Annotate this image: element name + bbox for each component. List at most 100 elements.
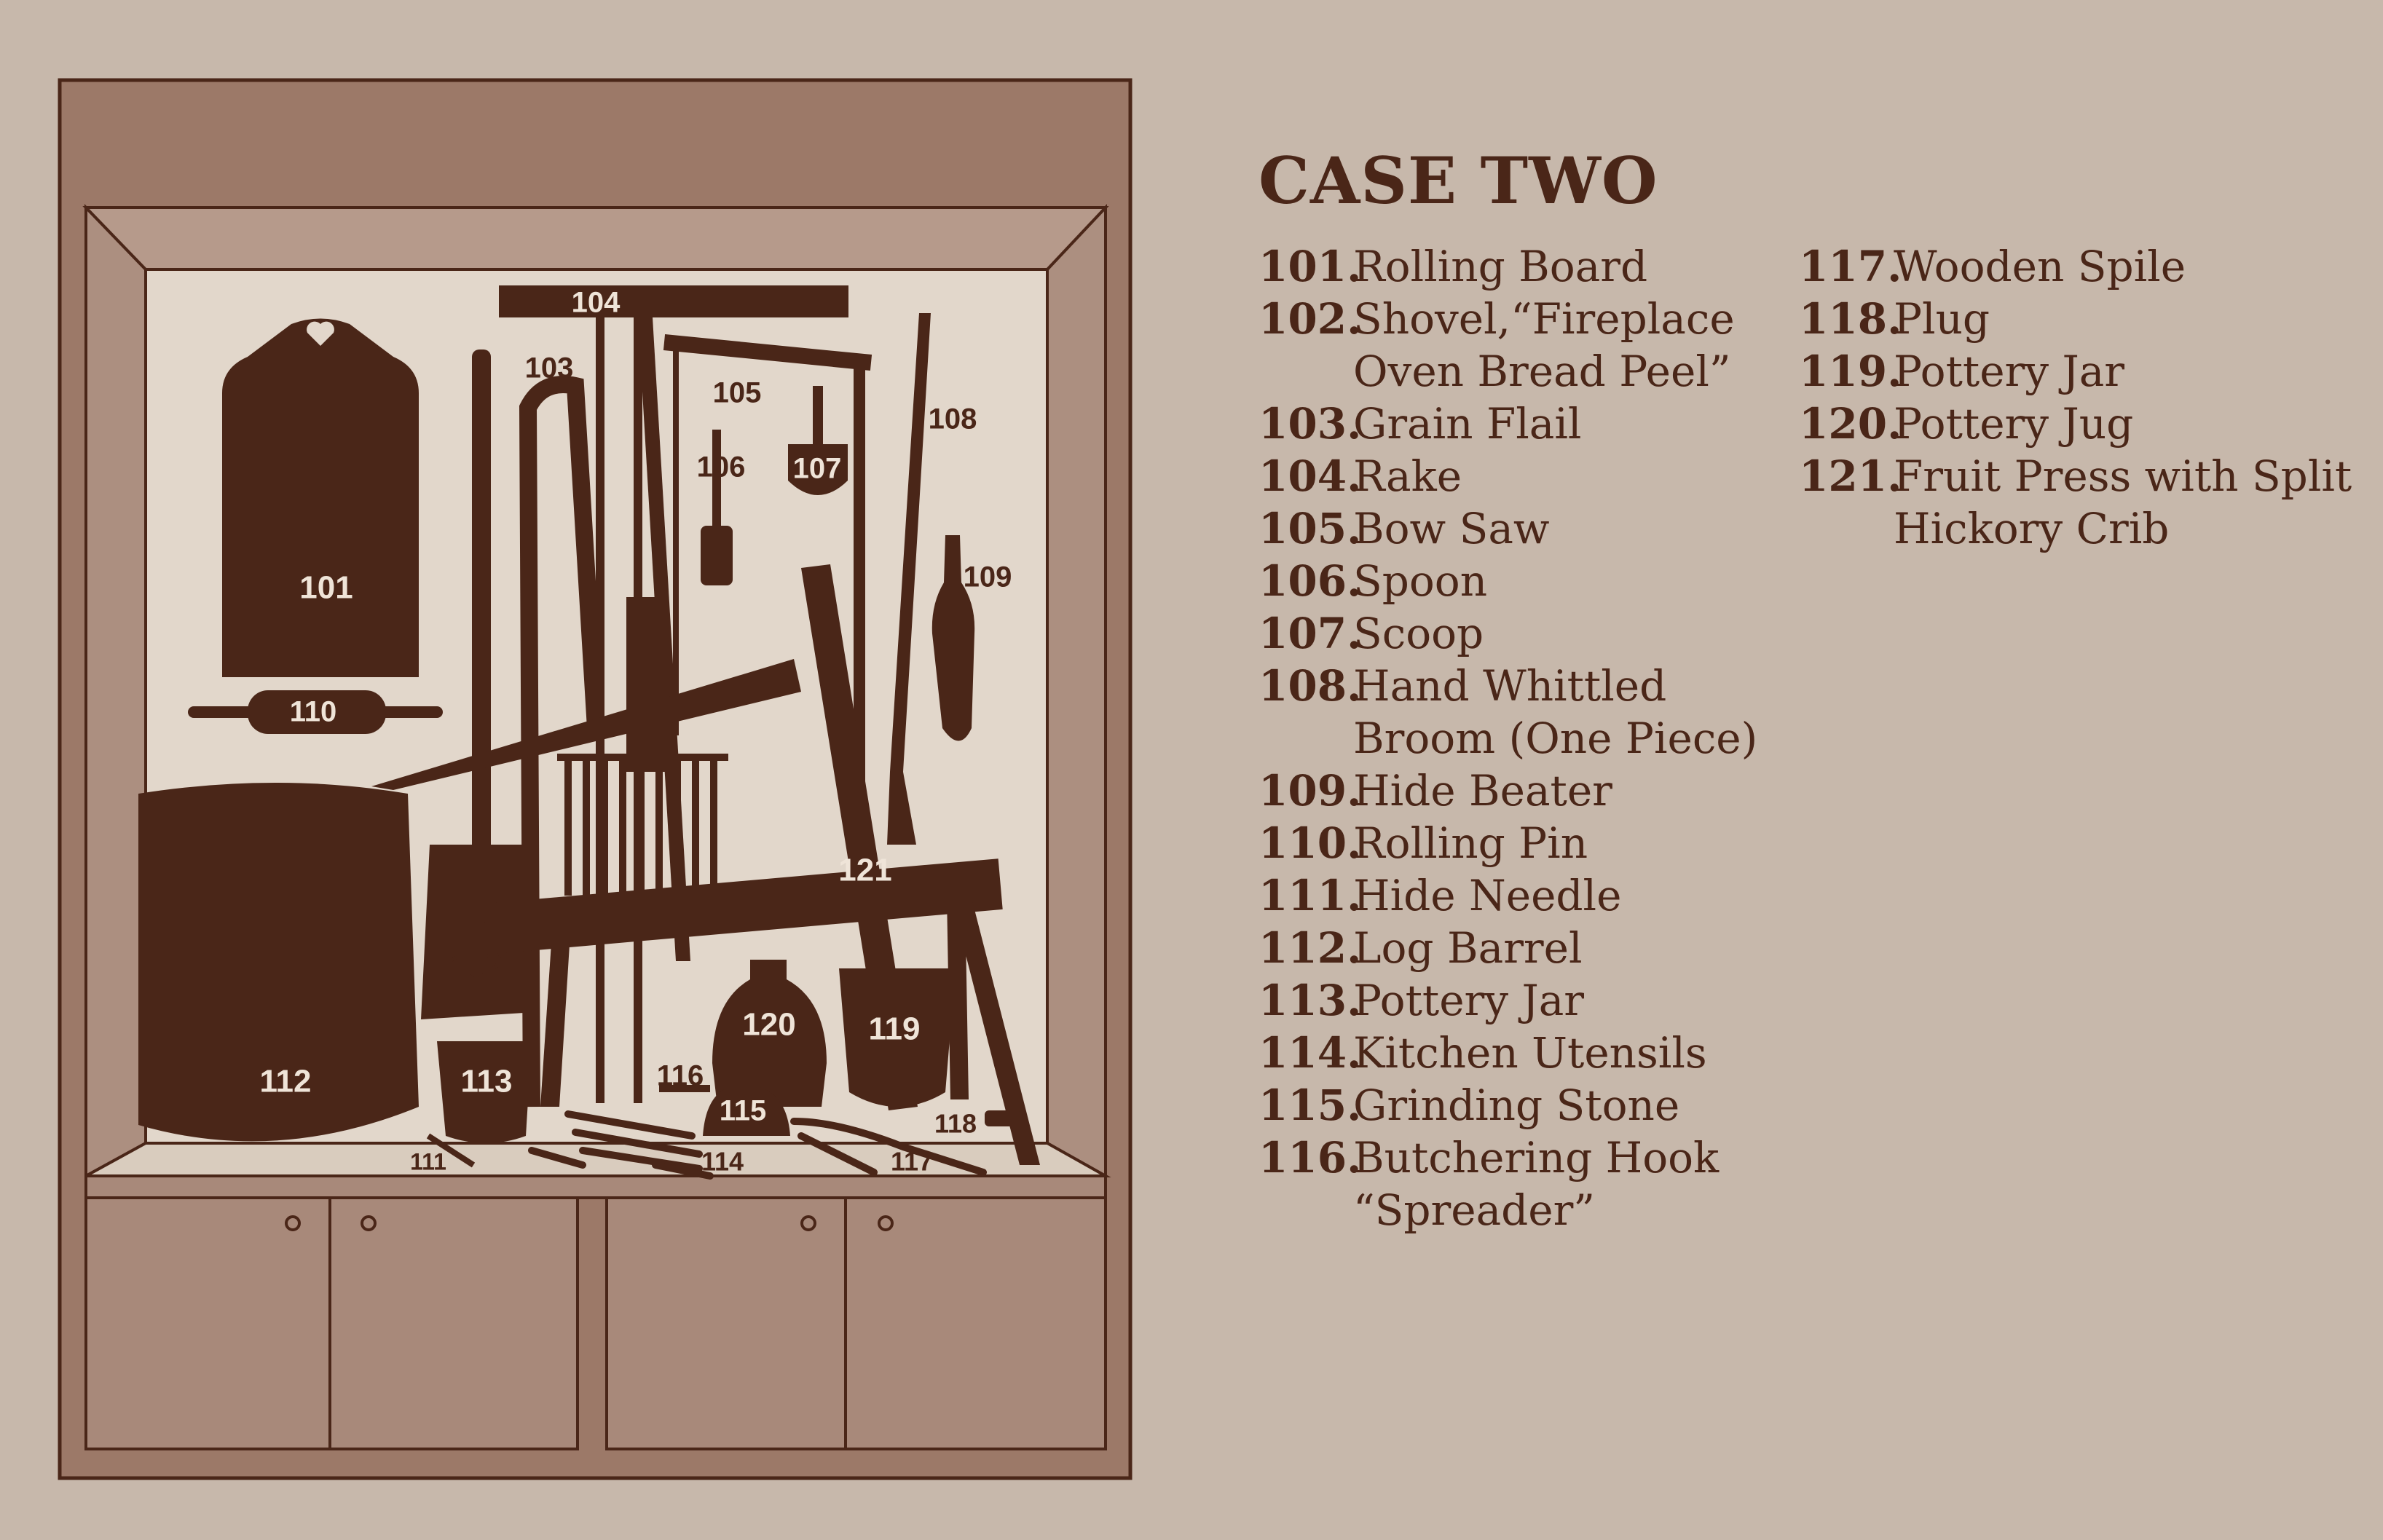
legend-item-name-line: Hide Beater (1353, 765, 1612, 817)
legend-item-name-line: Broom (One Piece) (1353, 712, 1757, 765)
label-113: 113 (461, 1064, 513, 1099)
legend-item-name: Pottery Jug (1894, 398, 2133, 450)
legend-item-number: 121. (1799, 450, 1894, 555)
legend-item-name-line: Grain Flail (1353, 398, 1581, 450)
legend-item-number: 118. (1799, 293, 1894, 345)
legend-item-name-line: Hand Whittled (1353, 660, 1757, 712)
legend-item-name: Hide Needle (1353, 869, 1621, 922)
legend-item-name: Butchering Hook“Spreader” (1353, 1132, 1719, 1236)
legend-item-number: 103. (1259, 398, 1353, 450)
label-108: 108 (929, 403, 977, 435)
legend-item-name-line: Kitchen Utensils (1353, 1027, 1707, 1079)
label-118: 118 (934, 1109, 977, 1139)
legend-item-name-line: Oven Bread Peel” (1353, 345, 1735, 398)
legend-item-name: Hide Beater (1353, 765, 1612, 817)
legend-item-name: Wooden Spile (1894, 240, 2186, 293)
legend-item-number: 104. (1259, 450, 1353, 502)
legend-item-name-line: Hickory Crib (1894, 502, 2352, 555)
legend-item-number: 120. (1799, 398, 1894, 450)
label-116: 116 (657, 1060, 704, 1092)
legend-item-number: 116. (1259, 1132, 1353, 1236)
legend-item-name-line: Fruit Press with Split (1894, 450, 2352, 502)
legend-item: 105.Bow Saw (1259, 502, 1754, 555)
label-105: 105 (713, 377, 762, 409)
rolling-board-101 (222, 319, 419, 678)
legend-item: 111.Hide Needle (1259, 869, 1754, 922)
legend-item-number: 108. (1259, 660, 1353, 765)
rake-104 (499, 285, 848, 317)
label-109: 109 (964, 561, 1012, 593)
legend-item-name: Grain Flail (1353, 398, 1581, 450)
legend-item-name-line: Rolling Board (1353, 240, 1647, 293)
label-107: 107 (793, 453, 842, 485)
legend-item-name: Pottery Jar (1353, 974, 1584, 1027)
label-117: 117 (891, 1147, 933, 1177)
legend-item-name: Grinding Stone (1353, 1079, 1679, 1132)
label-103: 103 (525, 352, 574, 384)
legend-item-name-line: Grinding Stone (1353, 1079, 1679, 1132)
label-119: 119 (869, 1011, 921, 1047)
label-104: 104 (572, 287, 621, 319)
legend-item-number: 117. (1799, 240, 1894, 293)
label-102: 102 (449, 949, 503, 984)
legend-item-name-line: Pottery Jar (1353, 974, 1584, 1027)
label-114: 114 (701, 1147, 744, 1177)
legend-item-name: Hand WhittledBroom (One Piece) (1353, 660, 1757, 765)
legend-item-name: Plug (1894, 293, 1990, 345)
legend-item-number: 105. (1259, 502, 1353, 555)
legend-item-name: Scoop (1353, 607, 1484, 660)
legend-item-name-line: Spoon (1353, 555, 1487, 607)
label-121: 121 (838, 853, 891, 888)
legend-item-name: Pottery Jar (1894, 345, 2124, 398)
legend-item: 104.Rake (1259, 450, 1754, 502)
label-106: 106 (697, 451, 746, 483)
legend-item-name: Spoon (1353, 555, 1487, 607)
legend-item: 114.Kitchen Utensils (1259, 1027, 1754, 1079)
legend-item: 108.Hand WhittledBroom (One Piece) (1259, 660, 1754, 765)
case-left-side (86, 208, 146, 1176)
legend-item-name-line: Log Barrel (1353, 922, 1583, 974)
legend-item: 116.Butchering Hook“Spreader” (1259, 1132, 1754, 1236)
legend-item-number: 102. (1259, 293, 1353, 398)
legend-item-name-line: Bow Saw (1353, 502, 1550, 555)
legend-item-name-line: Pottery Jug (1894, 398, 2133, 450)
legend-item-number: 119. (1799, 345, 1894, 398)
legend-item-name-line: Rake (1353, 450, 1462, 502)
label-110: 110 (290, 696, 337, 728)
legend-item-number: 112. (1259, 922, 1353, 974)
legend-item: 112.Log Barrel (1259, 922, 1754, 974)
legend-item-number: 106. (1259, 555, 1353, 607)
legend-item: 102.Shovel,“FireplaceOven Bread Peel” (1259, 293, 1754, 398)
scoop-handle (813, 386, 823, 444)
legend-item-name: Rolling Pin (1353, 817, 1588, 869)
legend-item: 107.Scoop (1259, 607, 1754, 660)
label-111: 111 (410, 1148, 446, 1174)
spoon-106 (701, 526, 733, 585)
legend-item-number: 114. (1259, 1027, 1353, 1079)
label-120: 120 (742, 1007, 795, 1043)
legend-item-name-line: Rolling Pin (1353, 817, 1588, 869)
legend-item-name-line: Butchering Hook (1353, 1132, 1719, 1184)
legend-item: 106.Spoon (1259, 555, 1754, 607)
legend-item: 110.Rolling Pin (1259, 817, 1754, 869)
legend-item: 103.Grain Flail (1259, 398, 1754, 450)
legend-item-name: Log Barrel (1353, 922, 1583, 974)
legend-item-name: Bow Saw (1353, 502, 1550, 555)
legend-item-number: 107. (1259, 607, 1353, 660)
label-115: 115 (720, 1095, 767, 1127)
legend-title: CASE TWO (1259, 143, 1658, 218)
legend-item-name: Rake (1353, 450, 1462, 502)
legend-item-name: Kitchen Utensils (1353, 1027, 1707, 1079)
legend-item: 115.Grinding Stone (1259, 1079, 1754, 1132)
legend-item: 120.Pottery Jug (1799, 398, 2352, 450)
legend-item: 113.Pottery Jar (1259, 974, 1754, 1027)
legend-item-name: Fruit Press with SplitHickory Crib (1894, 450, 2352, 555)
legend-item-number: 115. (1259, 1079, 1353, 1132)
plug-118 (985, 1110, 1021, 1126)
grain-flail-103 (472, 350, 491, 874)
legend-item-name-line: Pottery Jar (1894, 345, 2124, 398)
legend-item-number: 101. (1259, 240, 1353, 293)
